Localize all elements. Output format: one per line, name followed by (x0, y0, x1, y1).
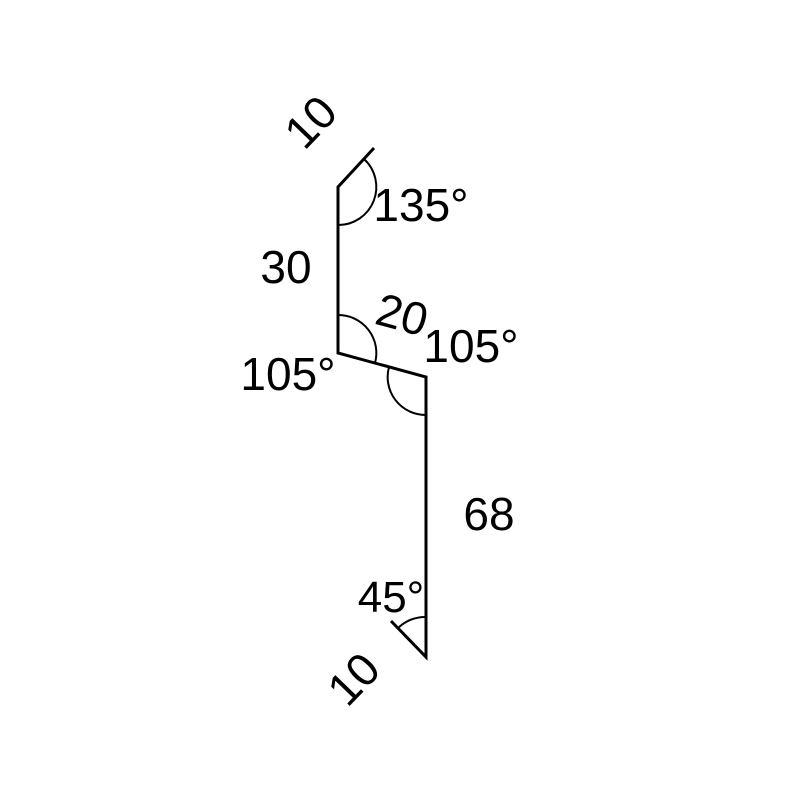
angle-arc-105-left (337, 313, 378, 364)
dim-label-upper-face-length: 30 (260, 241, 311, 293)
dim-label-top-hem-length: 10 (274, 85, 347, 158)
dim-label-bottom-bend-angle: 45° (358, 573, 425, 622)
angle-arc-135 (337, 158, 378, 227)
dim-label-top-bend-angle: 135° (373, 179, 468, 231)
dim-label-step-left-angle: 105° (240, 348, 335, 400)
angle-arc-45 (397, 615, 427, 629)
profile-outline (336, 146, 428, 661)
dim-label-bottom-hem-length: 10 (317, 642, 390, 715)
dim-label-lower-face-length: 68 (463, 488, 514, 540)
dim-label-step-right-angle: 105° (423, 320, 518, 372)
angle-arc-105-right (386, 366, 427, 417)
